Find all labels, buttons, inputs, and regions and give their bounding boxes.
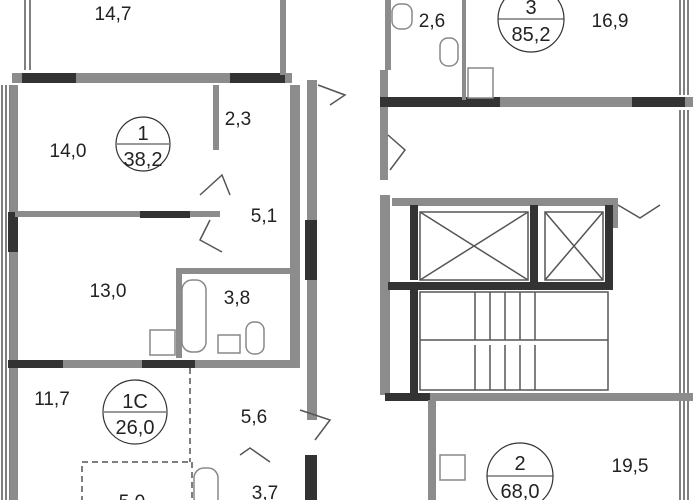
apartment-badge-1c: 1С 26,0 — [102, 379, 168, 445]
doors — [199, 84, 661, 463]
right-windows — [679, 0, 689, 500]
room-area-labels: 14,7 14,0 2,3 5,1 13,0 3,8 11,7 5,6 3,7 … — [34, 4, 648, 500]
room-area: 16,9 — [592, 11, 629, 32]
room-area: 14,0 — [50, 141, 87, 162]
apartment-total-area: 68,0 — [501, 481, 540, 500]
room-area: 3,8 — [224, 288, 250, 309]
room-area: 2,3 — [225, 109, 251, 130]
apartment-badge-3: 3 85,2 — [497, 0, 565, 53]
fixtures — [81, 3, 494, 500]
walls — [8, 0, 693, 500]
room-area: 11,7 — [34, 389, 70, 410]
staircase — [419, 291, 609, 391]
apartment-badge-2: 2 68,0 — [486, 442, 554, 500]
room-area: 5,0 — [119, 492, 145, 500]
apartment-total-area: 26,0 — [116, 417, 155, 439]
apartment-badge-1: 1 38,2 — [115, 116, 171, 172]
room-area: 13,0 — [90, 281, 127, 302]
room-area: 5,1 — [251, 206, 277, 227]
room-area: 5,6 — [241, 407, 267, 428]
room-area: 19,5 — [612, 456, 649, 477]
apartment-number: 1 — [137, 123, 148, 145]
elevator-shafts — [419, 211, 604, 281]
apartment-number: 3 — [525, 0, 536, 19]
apartment-number: 2 — [514, 453, 525, 475]
room-area: 14,7 — [95, 4, 132, 25]
apartment-total-area: 38,2 — [124, 149, 163, 171]
apartment-number: 1С — [122, 391, 148, 413]
room-area: 2,6 — [419, 11, 445, 32]
apartment-total-area: 85,2 — [512, 24, 551, 46]
room-area: 3,7 — [252, 483, 278, 500]
